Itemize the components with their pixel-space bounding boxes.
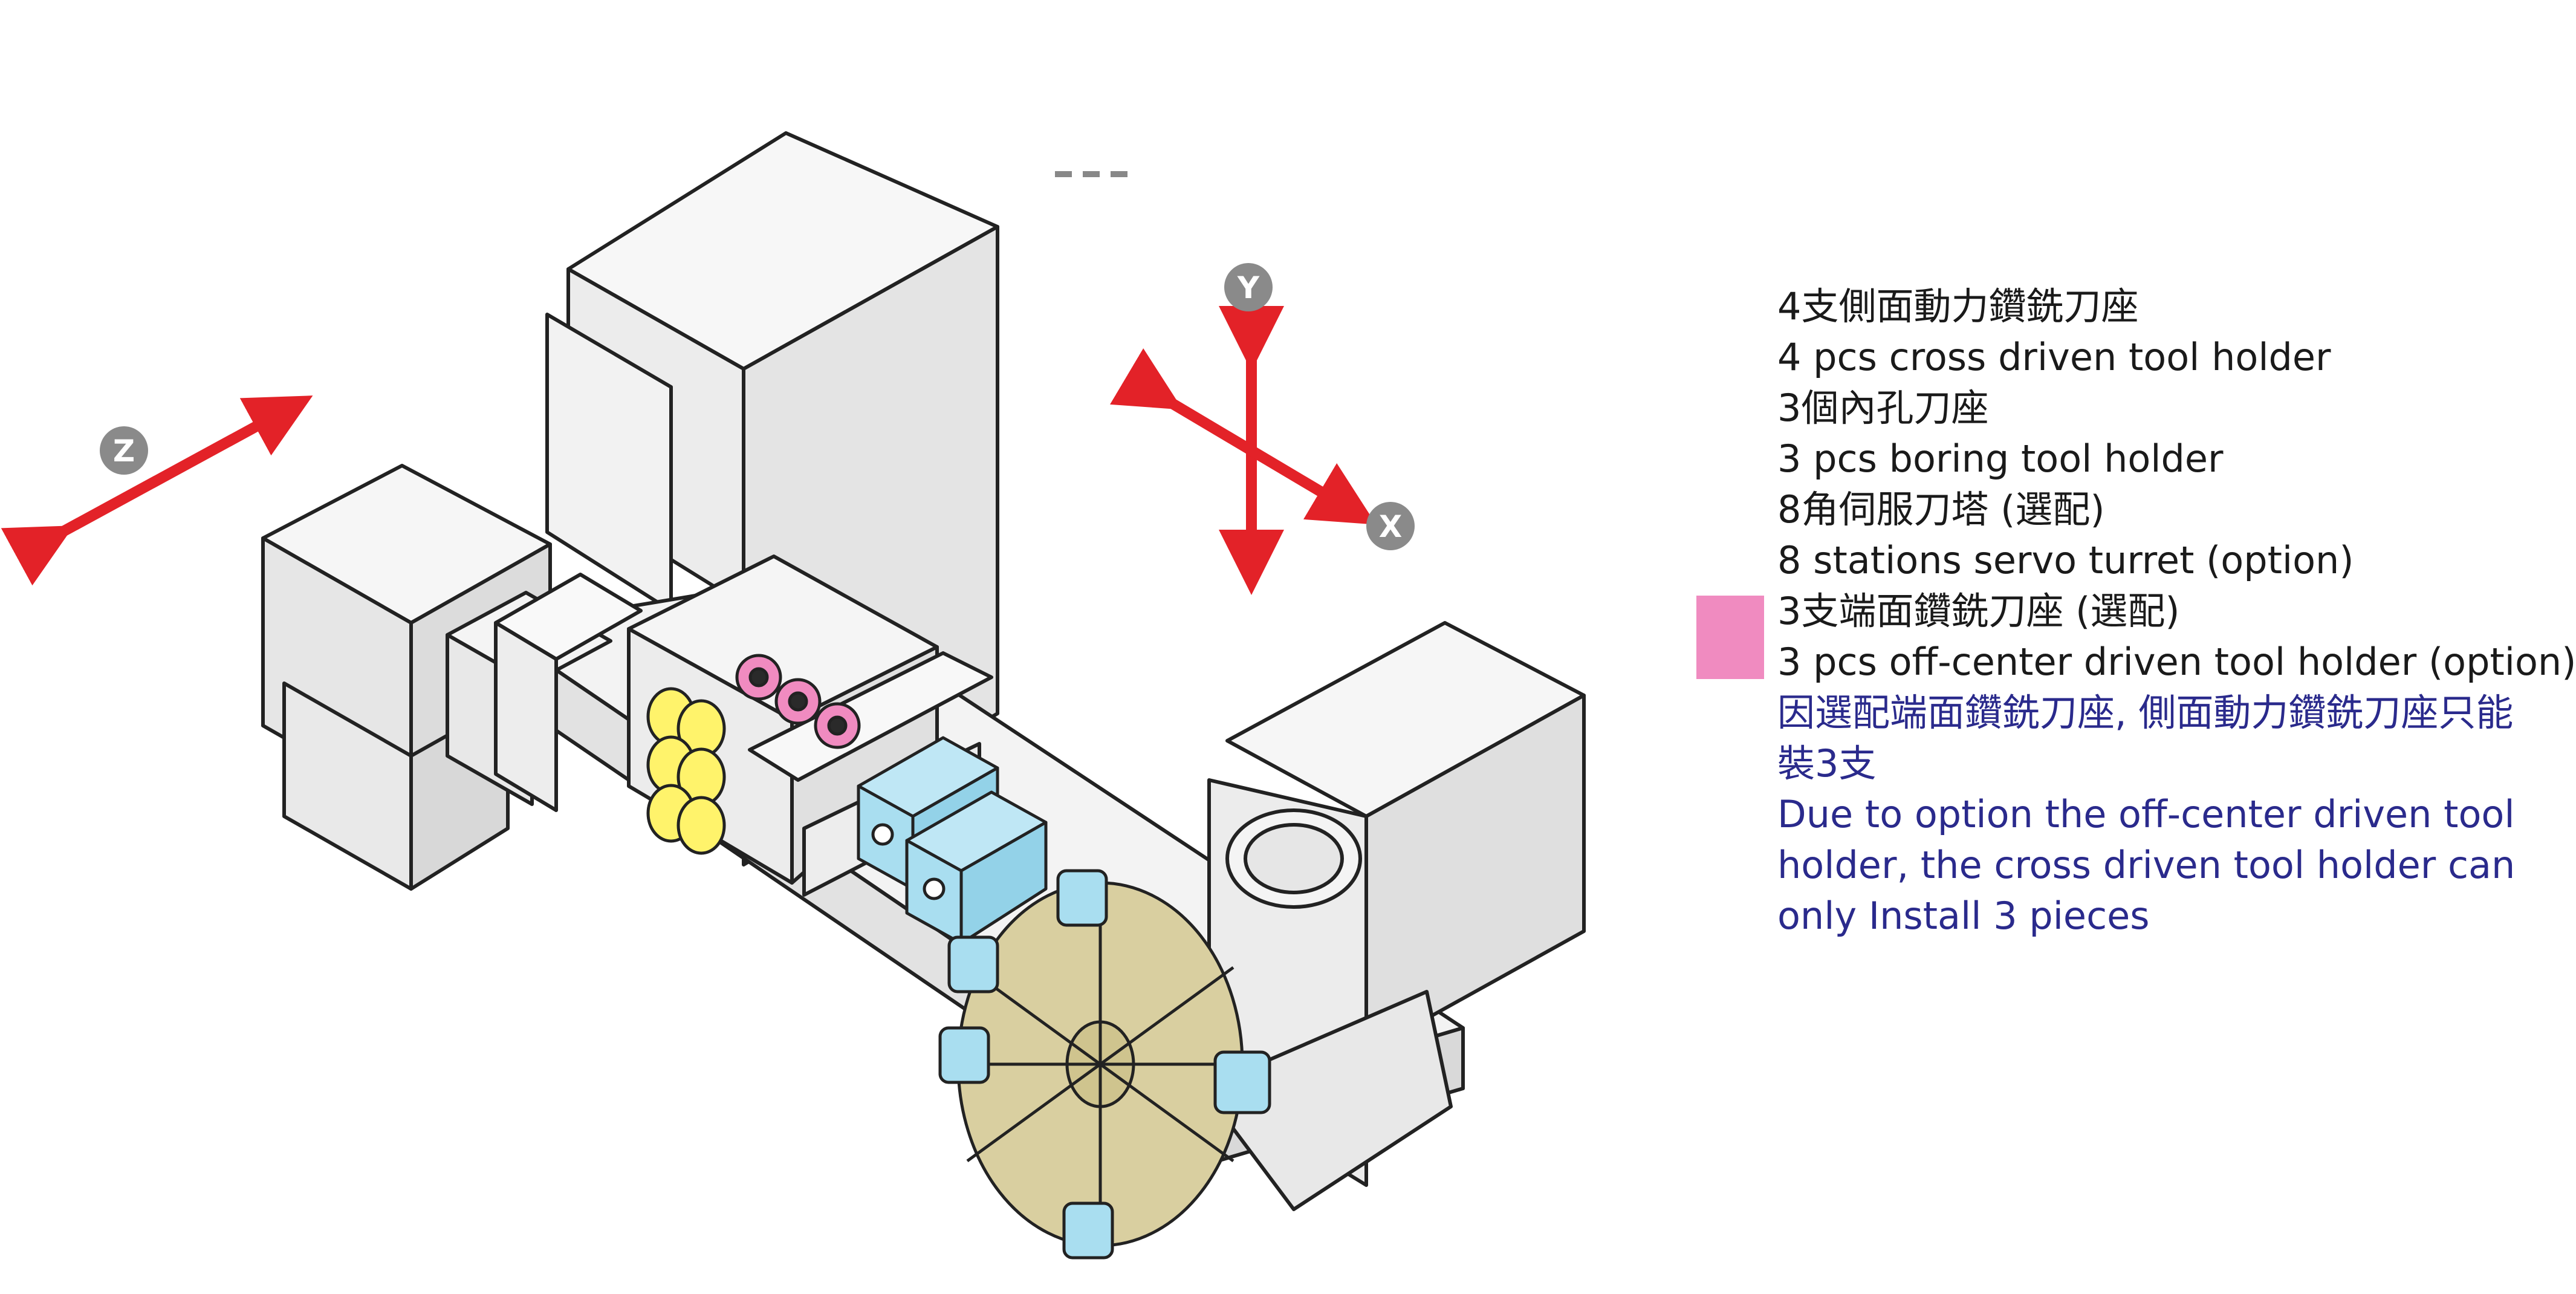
off-center-holder-swatch [1696,596,1764,679]
legend-item-en: 3 pcs off-center driven tool holder (opt… [1777,640,2576,684]
legend-item-en: 8 stations servo turret (option) [1777,538,2354,582]
boring-tool-holders [646,687,726,855]
y-axis-label: Y [1237,270,1260,305]
z-axis-label: Z [113,434,135,469]
y-axis-badge: Y [1224,263,1273,311]
legend-item-en: 4 pcs cross driven tool holder [1777,335,2331,379]
legend-item-zh: 4支側面動力鑽銑刀座 [1777,284,2139,328]
cross-driven-holders [857,736,1048,945]
x-axis-badge: X [1366,502,1415,550]
legend: 4支側面動力鑽銑刀座 4 pcs cross driven tool holde… [1696,281,2576,941]
x-axis-label: X [1379,509,1403,544]
turret-disc [956,881,1244,1247]
note-zh: 因選配端面鑽銑刀座, 側面動力鑽銑刀座只能裝3支 [1777,691,2514,785]
z-axis-badge: Z [100,426,148,475]
legend-item-zh: 8角伺服刀塔 (選配) [1777,487,2105,532]
note-en: Due to option the off-center driven tool… [1777,792,2516,938]
axis-arrows [1,306,1377,595]
legend-item-zh: 3個內孔刀座 [1777,386,1989,430]
legend-item-zh: 3支端面鑽銑刀座 (選配) [1777,589,2180,633]
x-axis-arrow [1109,348,1377,525]
spindle-housing [261,464,643,891]
legend-item-en: 3 pcs boring tool holder [1777,437,2224,481]
turret-body [1201,621,1586,1211]
z-axis-arrow [1,395,313,586]
turret-tool-holders [938,869,1271,1260]
off-center-driven-holders [735,654,861,749]
